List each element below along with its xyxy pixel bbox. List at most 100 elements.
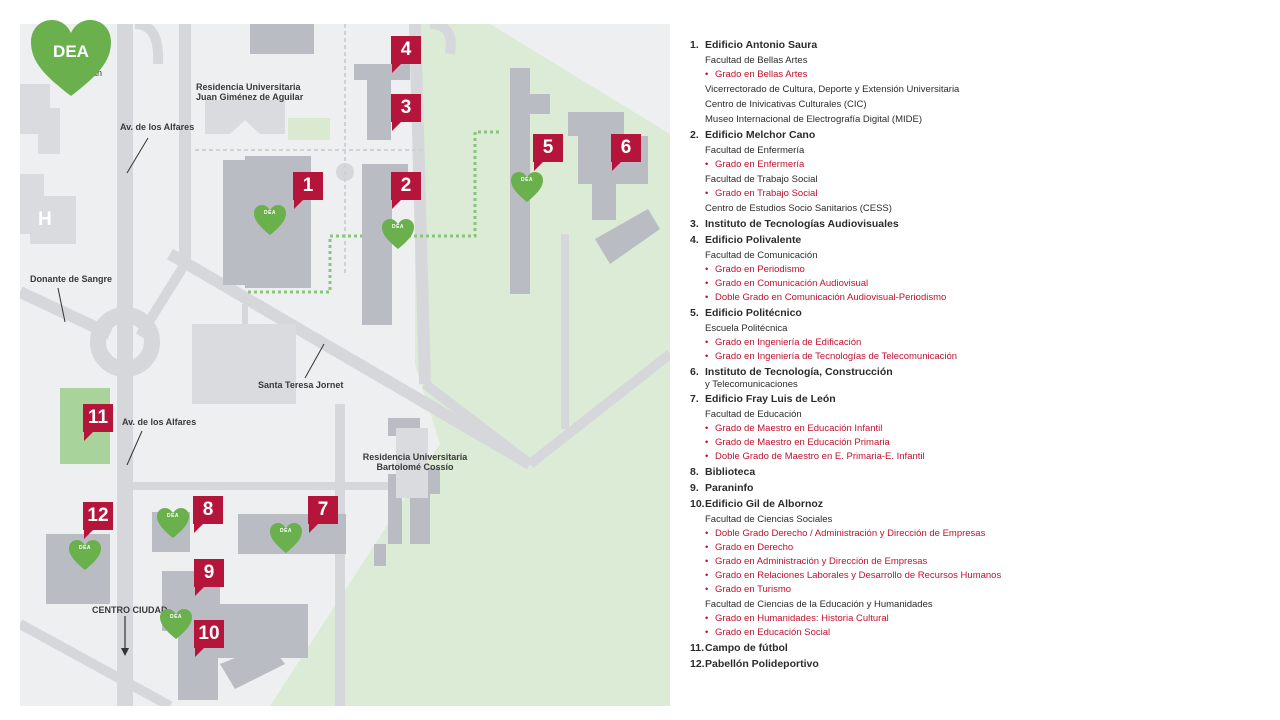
pin-building-10[interactable]: 10 bbox=[192, 618, 226, 658]
legend-building-title[interactable]: 11.Campo de fútbol bbox=[690, 641, 1250, 656]
legend-faculty-item: Facultad de Enfermería bbox=[705, 145, 805, 156]
dea-marker[interactable]: DEA bbox=[68, 539, 102, 572]
legend-degree-text: Grado en Bellas Artes bbox=[715, 69, 808, 80]
map-pin-icon bbox=[193, 496, 223, 533]
legend-degree-item[interactable]: • Grado en Ingeniería de Edificación bbox=[705, 336, 1250, 350]
heart-icon bbox=[160, 609, 192, 639]
pin-building-2[interactable]: 2 bbox=[389, 170, 423, 210]
legend-building-name: Biblioteca bbox=[705, 466, 756, 478]
legend-building-name: Edificio Gil de Albornoz bbox=[705, 498, 824, 510]
heart-icon bbox=[69, 540, 101, 570]
legend-degree-item[interactable]: •Grado en Humanidades: Historia Cultural bbox=[705, 612, 1250, 626]
legend-faculty-item: Facultad de Trabajo Social bbox=[705, 174, 818, 185]
legend-degree-item[interactable]: •Doble Grado de Maestro en E. Primaria-E… bbox=[705, 450, 1250, 464]
legend-building-name: Edificio Fray Luis de León bbox=[705, 393, 836, 405]
pin-label: 6 bbox=[620, 137, 632, 158]
legend-degree-item[interactable]: •Grado en Ingeniería de Tecnologías de T… bbox=[705, 350, 1250, 364]
bullet-icon: • bbox=[705, 584, 709, 595]
pin-label: 9 bbox=[203, 562, 215, 583]
legend-degree-item[interactable]: •Grado en Bellas Artes bbox=[705, 68, 1250, 82]
legend-degree-item[interactable]: •Grado en Educación Social bbox=[705, 626, 1250, 640]
legend-building-title[interactable]: 10.Edificio Gil de Albornoz bbox=[690, 497, 1250, 512]
legend-degree-item[interactable]: •Grado de Maestro en Educación Infantil bbox=[705, 422, 1250, 436]
dea-marker[interactable]: DEA bbox=[269, 522, 303, 555]
pin-building-12[interactable]: 12 bbox=[81, 500, 115, 540]
heart-icon bbox=[254, 205, 286, 235]
pin-building-5[interactable]: 5 bbox=[531, 132, 565, 172]
legend-building-title[interactable]: 2.Edificio Melchor Cano bbox=[690, 128, 1250, 143]
legend-degree-item[interactable]: •Grado en Relaciones Laborales y Desarro… bbox=[705, 569, 1250, 583]
legend-building-title[interactable]: 1.Edificio Antonio Saura bbox=[690, 38, 1250, 53]
pin-building-4[interactable]: 4 bbox=[389, 34, 423, 74]
legend-faculty-item: Facultad de Bellas Artes bbox=[705, 55, 808, 66]
map-pin-icon bbox=[194, 559, 224, 596]
dea-marker[interactable]: DEA bbox=[253, 204, 287, 237]
legend-degree-text: Grado en Educación Social bbox=[715, 627, 831, 638]
dea-marker[interactable]: DEA bbox=[159, 608, 193, 641]
dea-marker[interactable]: DEA bbox=[510, 171, 544, 204]
bullet-icon: • bbox=[705, 542, 709, 553]
pin-label: 11 bbox=[87, 407, 109, 428]
leader-line-donante bbox=[57, 287, 66, 323]
label-donante: Donante de Sangre bbox=[30, 274, 113, 284]
legend-degree-item[interactable]: •Grado en Trabajo Social bbox=[705, 187, 1250, 201]
legend-building-title[interactable]: 8.Biblioteca bbox=[690, 465, 1250, 480]
pin-label: 8 bbox=[202, 499, 214, 520]
bullet-icon: • bbox=[705, 351, 709, 362]
map-drawing bbox=[20, 24, 670, 706]
label-residencia-bartolome-line1: Residencia Universitaria bbox=[362, 452, 468, 462]
legend-degree-item[interactable]: •Grado en Periodismo bbox=[705, 263, 1250, 277]
legend-degree-text: Grado en Derecho bbox=[715, 542, 794, 553]
legend-degree-item[interactable]: •Grado de Maestro en Educación Primaria bbox=[705, 436, 1250, 450]
bullet-icon: • bbox=[705, 570, 709, 581]
map-pin-icon bbox=[391, 36, 421, 73]
legend-building-title[interactable]: 9.Paraninfo bbox=[690, 481, 1250, 496]
pin-label: 4 bbox=[400, 39, 412, 60]
leader-line-santa-teresa bbox=[304, 343, 325, 379]
pin-building-8[interactable]: 8 bbox=[191, 494, 225, 534]
legend-building-title[interactable]: 5.Edificio Politécnico bbox=[690, 306, 1250, 321]
pin-building-3[interactable]: 3 bbox=[389, 92, 423, 132]
heart-icon bbox=[382, 219, 414, 249]
legend-building-title[interactable]: 7.Edificio Fray Luis de León bbox=[690, 392, 1250, 407]
legend-building-number: 6. bbox=[690, 366, 699, 378]
campus-map[interactable]: …nán Residencia Universitaria Juan Gimén… bbox=[20, 24, 670, 706]
pin-label: 5 bbox=[542, 137, 554, 158]
legend-faculty-item: Vicerrectorado de Cultura, Deporte y Ext… bbox=[705, 84, 960, 95]
legend-degree-item[interactable]: •Grado en Comunicación Audiovisual bbox=[705, 277, 1250, 291]
pin-building-6[interactable]: 6 bbox=[609, 132, 643, 172]
pin-building-7[interactable]: 7 bbox=[306, 494, 340, 534]
label-av-alfares-top: Av. de los Alfares bbox=[120, 122, 195, 132]
legend-building-number: 2. bbox=[690, 129, 699, 141]
legend-building-title[interactable]: 6.Instituto de Tecnología, Construcción bbox=[690, 365, 1250, 380]
legend-degree-item[interactable]: •Grado en Administración y Dirección de … bbox=[705, 555, 1250, 569]
legend-building-number: 9. bbox=[690, 482, 699, 494]
legend-degree-item[interactable]: •Doble Grado en Comunicación Audiovisual… bbox=[705, 291, 1250, 305]
legend-degree-item[interactable]: •Grado en Enfermería bbox=[705, 158, 1250, 172]
legend-building-title[interactable]: 4.Edificio Polivalente bbox=[690, 233, 1250, 248]
legend-building-number: 1. bbox=[690, 39, 699, 51]
legend-faculty-item: Centro de Estudios Socio Sanitarios (CES… bbox=[705, 203, 892, 214]
map-pin-icon bbox=[611, 134, 641, 171]
legend-degree-item[interactable]: • Grado en Derecho bbox=[705, 541, 1250, 555]
dea-marker[interactable]: DEA bbox=[156, 507, 190, 540]
dea-marker-label: DEA bbox=[263, 210, 277, 216]
legend-degree-text: Grado en Administración y Dirección de E… bbox=[715, 556, 928, 567]
legend-faculty-item: Museo Internacional de Electrografía Dig… bbox=[705, 114, 923, 125]
legend-degree-text: Grado en Ingeniería de Edificación bbox=[715, 337, 862, 348]
leader-line-av-alfares-top bbox=[126, 137, 149, 174]
legend-degree-item[interactable]: •Doble Grado Derecho / Administración y … bbox=[705, 527, 1250, 541]
pin-building-11[interactable]: 11 bbox=[81, 402, 115, 442]
pin-building-1[interactable]: 1 bbox=[291, 170, 325, 210]
legend-building-title[interactable]: 3.Instituto de Tecnologías Audiovisuales bbox=[690, 217, 1250, 232]
dea-marker[interactable]: DEA bbox=[381, 218, 415, 251]
legend-degree-item[interactable]: •Grado en Turismo bbox=[705, 583, 1250, 597]
pin-building-9[interactable]: 9 bbox=[192, 557, 226, 597]
bullet-icon: • bbox=[705, 337, 709, 348]
bullet-icon: • bbox=[705, 159, 709, 170]
legend-degree-text: Doble Grado en Comunicación Audiovisual-… bbox=[715, 292, 947, 303]
legend-building-title[interactable]: 12.Pabellón Polideportivo bbox=[690, 657, 1250, 672]
legend-building-name: Campo de fútbol bbox=[705, 642, 788, 654]
bullet-icon: • bbox=[705, 613, 709, 624]
